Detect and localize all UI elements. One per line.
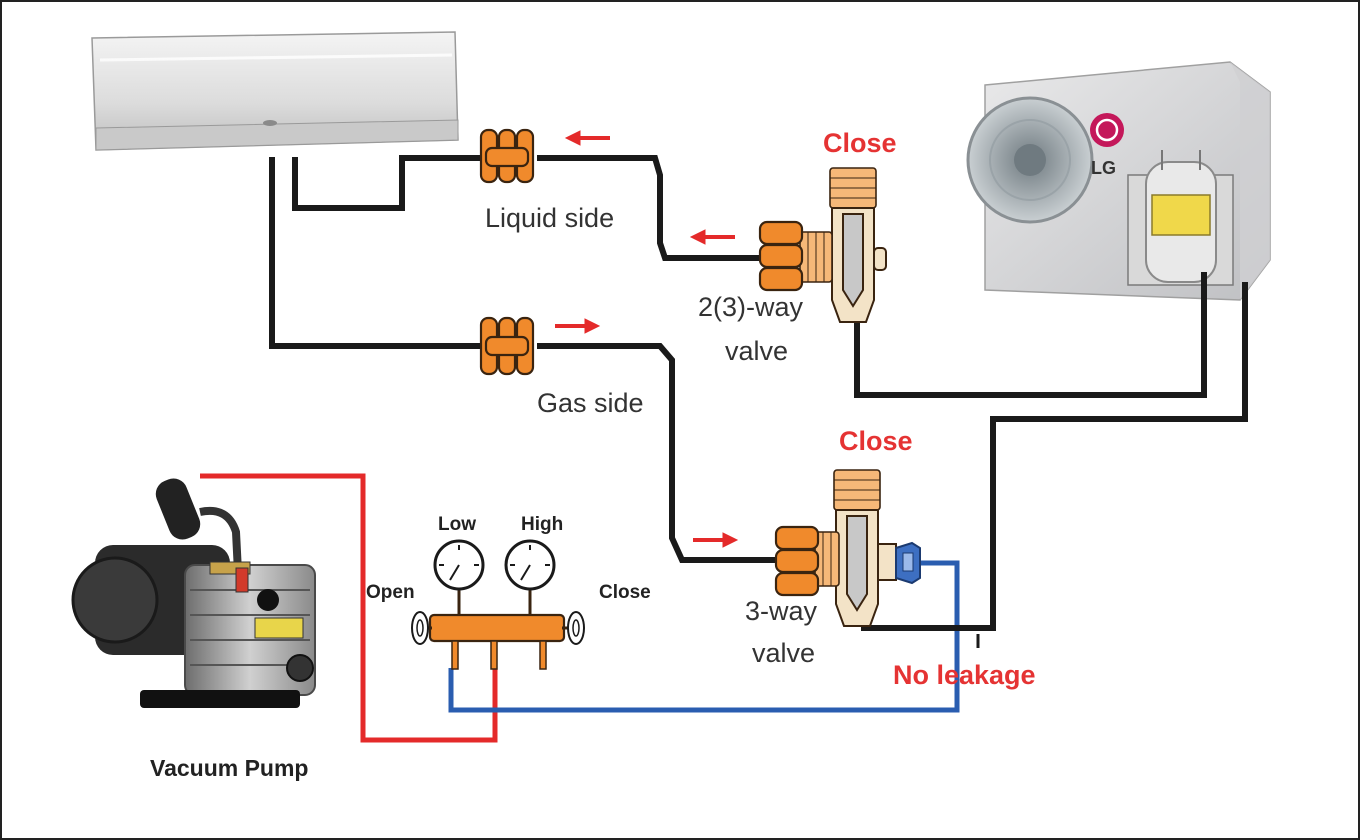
low-pressure-gauge-icon [435, 541, 483, 589]
low-gauge-label: Low [438, 514, 476, 535]
gas-side-label: Gas side [537, 388, 644, 418]
outdoor-brand-label: LG [1091, 158, 1116, 178]
service-port-icon [896, 543, 920, 583]
high-gauge-label: High [521, 514, 563, 535]
indoor-unit-icon [92, 32, 458, 150]
leak-test-status: No leakage [893, 660, 1036, 690]
vacuum-pump-label: Vacuum Pump [150, 755, 308, 781]
liquid-valve-label-line1: 2(3)-way [698, 292, 804, 322]
gas-valve-status: Close [839, 426, 913, 456]
gas-valve-label-line2: valve [752, 638, 815, 668]
flare-nut-icon-gas [481, 318, 533, 374]
liquid-valve-status: Close [823, 128, 897, 158]
flare-nut-icon-liquid [481, 130, 533, 182]
outdoor-unit-icon: LG [968, 62, 1270, 300]
manifold-close-label: Close [599, 582, 651, 603]
lg-logo-icon [1090, 113, 1124, 147]
liquid-side-label: Liquid side [485, 203, 614, 233]
high-pressure-gauge-icon [506, 541, 554, 589]
liquid-valve-label-line2: valve [725, 336, 788, 366]
gas-valve-label-line1: 3-way [745, 596, 818, 626]
manifold-open-label: Open [366, 582, 415, 603]
